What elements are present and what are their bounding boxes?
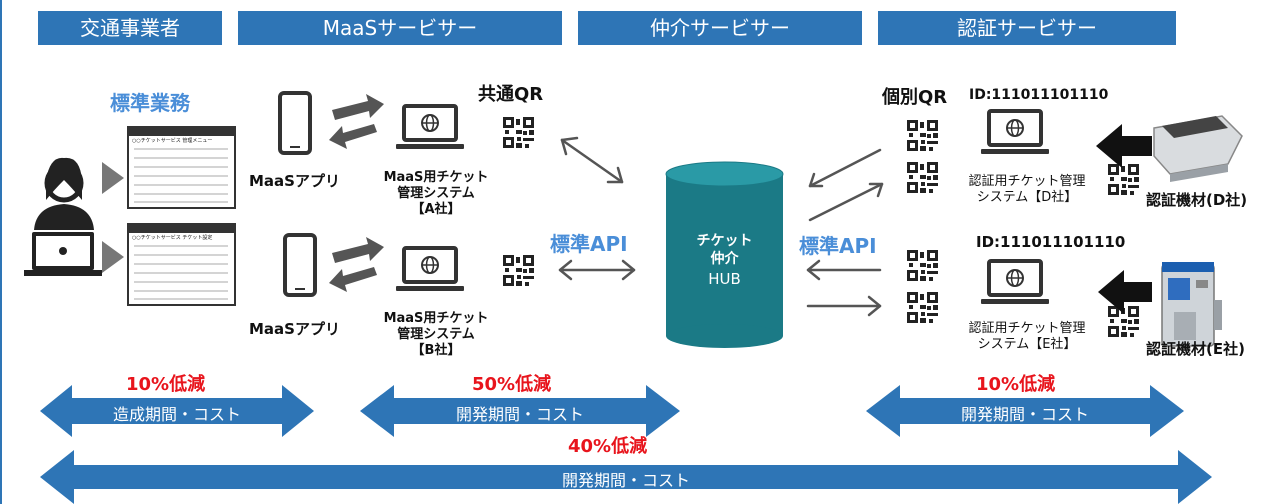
device-d-label: 認証機材(D社) [1146, 191, 1248, 209]
doc2-title: ○○チケットサービス チケット設定 [132, 235, 213, 241]
ticket-gate-device-e-icon [1161, 262, 1222, 347]
header-auth-servicer: 認証サービサー [878, 11, 1176, 45]
system-a-line1: MaaS用チケット [383, 170, 489, 185]
hub-label-line1: チケット [696, 233, 753, 249]
system-b-label: MaaS用チケット 管理システム 【B社】 [376, 311, 496, 359]
exchange-arrows-bottom [329, 237, 384, 292]
reduction-label-creation: 10%低減 [126, 374, 206, 395]
individual-qr-label: 個別QR [882, 87, 948, 108]
hub-label-line3: HUB [708, 270, 741, 288]
maas-app-label-bottom: MaaSアプリ [249, 320, 340, 338]
ticket-hub-cylinder [665, 161, 784, 348]
reduction-label-total: 40%低減 [568, 436, 648, 457]
black-arrow-to-e [1098, 270, 1152, 314]
arrow-label-maas: 開発期間・コスト [455, 405, 584, 424]
laptop-icon-d [979, 109, 1051, 156]
common-qr-label: 共通QR [478, 84, 544, 105]
auth-system-e-line1: 認証用チケット管理 [968, 321, 1086, 336]
auth-system-e-label: 認証用チケット管理 システム【E社】 [952, 321, 1102, 353]
double-arrow-creation [40, 385, 314, 437]
doc1-title: ○○チケットサービス 管理メニュー [132, 138, 213, 144]
card-reader-device-d-icon [1153, 115, 1243, 182]
header-broker-servicer: 仲介サービサー [578, 11, 862, 45]
system-b-line2: 管理システム [397, 327, 475, 342]
auth-system-d-label: 認証用チケット管理 システム【D社】 [952, 174, 1102, 206]
smartphone-icon-bottom [283, 233, 317, 297]
device-e-label: 認証機材(E社) [1146, 340, 1245, 358]
header-transport-operator: 交通事業者 [38, 11, 222, 45]
reduction-label-auth: 10%低減 [976, 374, 1056, 395]
system-b-line1: MaaS用チケット [383, 311, 489, 326]
data-flow-arrows [558, 136, 884, 317]
hub-label-line2: 仲介 [710, 251, 739, 267]
black-arrow-to-d [1096, 124, 1152, 168]
qr-code-icon-e1 [907, 250, 938, 281]
qr-code-icon-common [503, 117, 534, 148]
arrow-label-auth: 開発期間・コスト [960, 405, 1089, 424]
standard-api-right-label: 標準API [799, 234, 877, 258]
system-a-label: MaaS用チケット 管理システム 【A社】 [376, 170, 496, 218]
id-label-d: ID:111011101110 [969, 87, 1109, 103]
qr-code-icon-d1 [907, 120, 938, 151]
admin-menu-screen [127, 126, 236, 209]
arrow-label-total: 開発期間・コスト [561, 471, 690, 490]
maas-app-label-top: MaaSアプリ [249, 172, 340, 190]
laptop-icon-b [394, 246, 466, 293]
laptop-icon-e [979, 259, 1051, 306]
qr-code-icon-e2 [907, 292, 938, 323]
qr-code-icon-device-d [1108, 164, 1139, 195]
exchange-arrows-top [329, 94, 384, 149]
person-icon [24, 157, 102, 276]
auth-system-d-line1: 認証用チケット管理 [968, 174, 1086, 189]
system-b-line3: 【B社】 [411, 343, 461, 358]
double-arrow-development-total [40, 450, 1212, 504]
standard-api-left-label: 標準API [550, 232, 628, 256]
double-arrow-development-maas [360, 385, 680, 437]
pointer-triangle-bottom [102, 241, 124, 273]
qr-code-icon-d2 [907, 162, 938, 193]
system-a-line3: 【A社】 [411, 202, 461, 217]
auth-system-e-line2: システム【E社】 [977, 337, 1077, 352]
reduction-label-maas: 50%低減 [472, 374, 552, 395]
standard-operations-label: 標準業務 [110, 91, 190, 115]
arrow-label-creation: 造成期間・コスト [112, 405, 241, 424]
double-arrow-development-auth [866, 385, 1184, 437]
laptop-icon-a [394, 104, 466, 151]
id-label-e: ID:111011101110 [976, 233, 1126, 251]
header-maas-servicer: MaaSサービサー [238, 11, 562, 45]
hub-label: チケット 仲介 HUB [666, 232, 783, 290]
smartphone-icon-top [278, 91, 312, 155]
auth-system-d-line2: システム【D社】 [976, 190, 1078, 205]
system-a-line2: 管理システム [397, 186, 475, 201]
qr-code-icon-maas-b [503, 255, 534, 286]
pointer-triangle-top [102, 162, 124, 194]
ticket-settings-screen [127, 223, 236, 306]
